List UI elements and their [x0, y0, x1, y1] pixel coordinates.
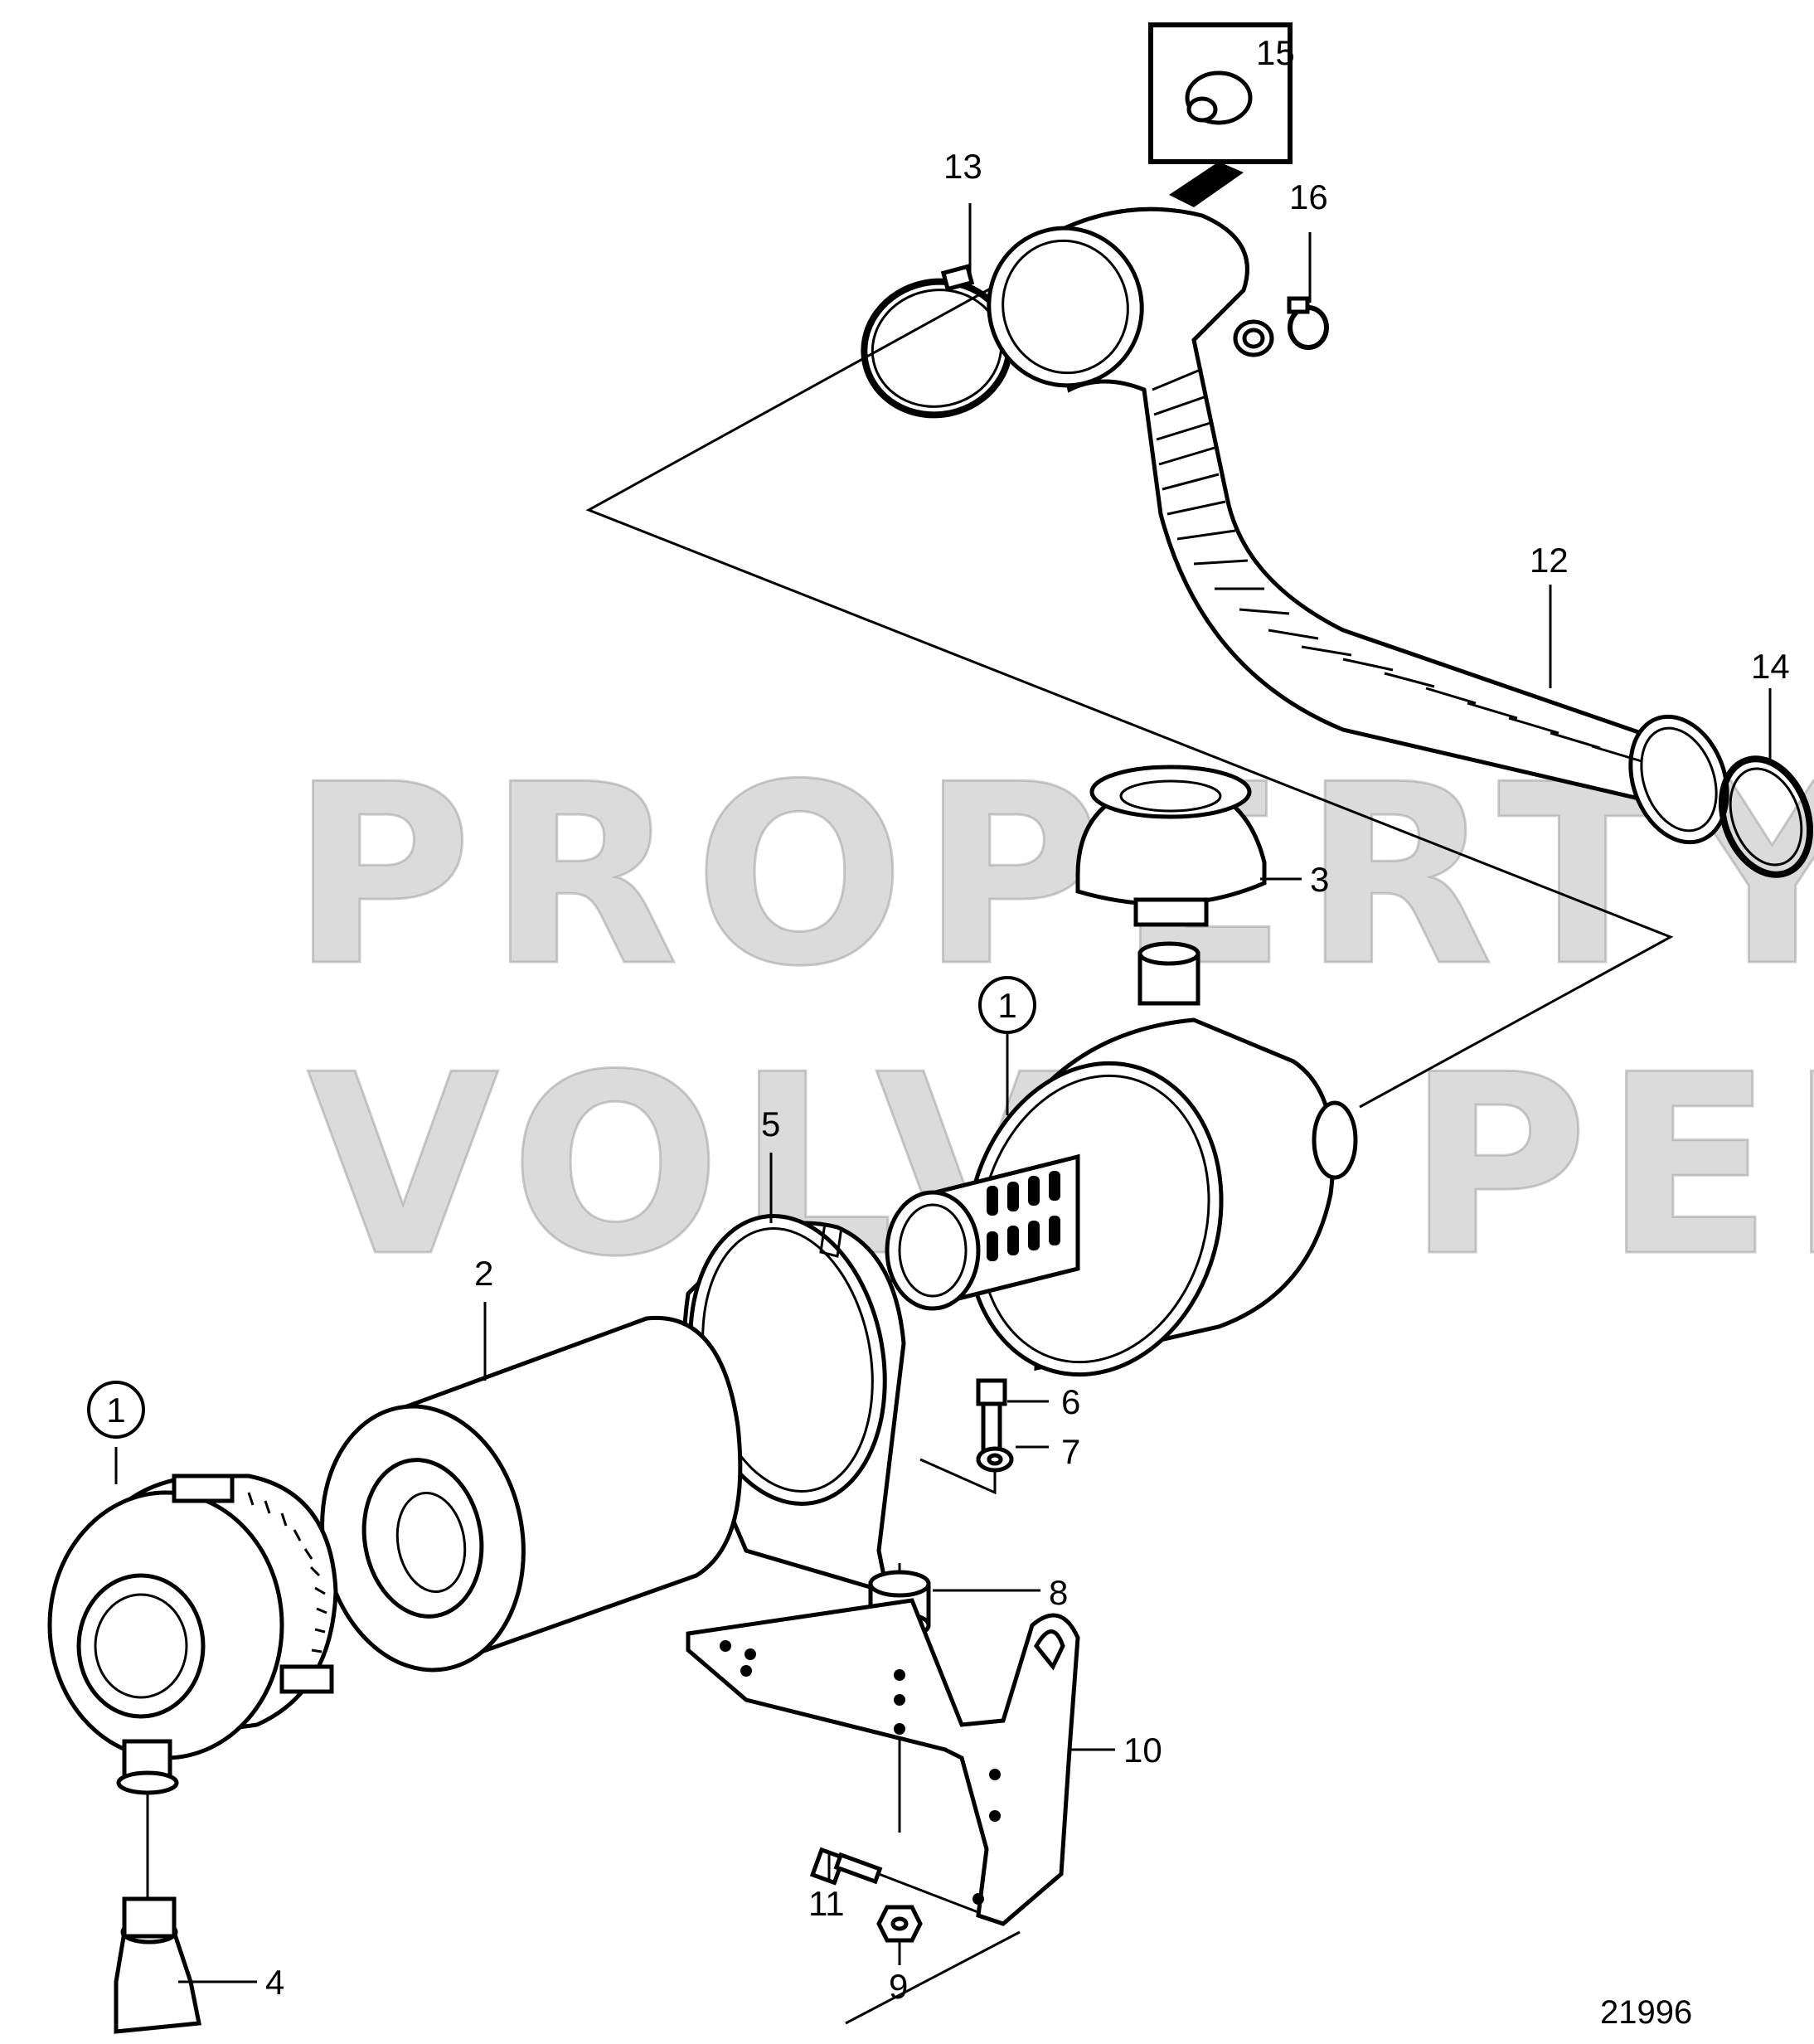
part-7-washer [976, 1446, 1014, 1473]
callout-13: 13 [943, 147, 982, 186]
callout-9: 9 [889, 1967, 908, 2006]
part-6-screw [976, 1378, 1007, 1456]
watermark-line-2: VOLVO PENTA [307, 1022, 1814, 1311]
callout-3: 3 [1310, 860, 1329, 899]
callout-12: 12 [1530, 541, 1569, 580]
callout-1-label-left: 1 [106, 1391, 125, 1430]
part-1-end-cover [47, 1474, 338, 1795]
part-16-small-clamp [1287, 296, 1329, 350]
callout-1-circle-left: 1 [87, 1381, 145, 1439]
callout-5: 5 [761, 1105, 780, 1143]
part-9-nut [876, 1905, 923, 1943]
callout-1-label-top: 1 [997, 986, 1016, 1025]
figure-number: 21996 [1600, 1994, 1692, 2031]
leader-lines [114, 203, 1772, 1983]
filter-housing [885, 1017, 1358, 1377]
callout-7: 7 [1061, 1432, 1080, 1471]
callout-1-circle-top: 1 [978, 976, 1036, 1034]
part-14-hose-clamp [1718, 755, 1814, 878]
callout-11: 11 [808, 1884, 845, 1923]
part-10-bracket [686, 1598, 1080, 1926]
part-2-filter-element [320, 1315, 743, 1673]
part-4-vacuator-valve [114, 1896, 201, 2034]
callout-4: 4 [265, 1963, 284, 2002]
callout-8: 8 [1049, 1573, 1068, 1612]
part-15-inset [1148, 22, 1293, 207]
callout-10: 10 [1123, 1731, 1162, 1770]
callout-15: 15 [1256, 33, 1295, 72]
callout-2: 2 [474, 1254, 493, 1293]
callout-16: 16 [1289, 177, 1328, 216]
callout-labels: 15 13 16 12 14 3 5 2 6 7 8 10 11 9 4 [265, 33, 1790, 2006]
callout-6: 6 [1061, 1382, 1080, 1421]
callout-14: 14 [1751, 647, 1790, 686]
part-3-precleaner-cap [1075, 765, 1267, 1006]
part-12-intake-hose [987, 206, 1729, 845]
part-11-bolt [809, 1847, 883, 1886]
